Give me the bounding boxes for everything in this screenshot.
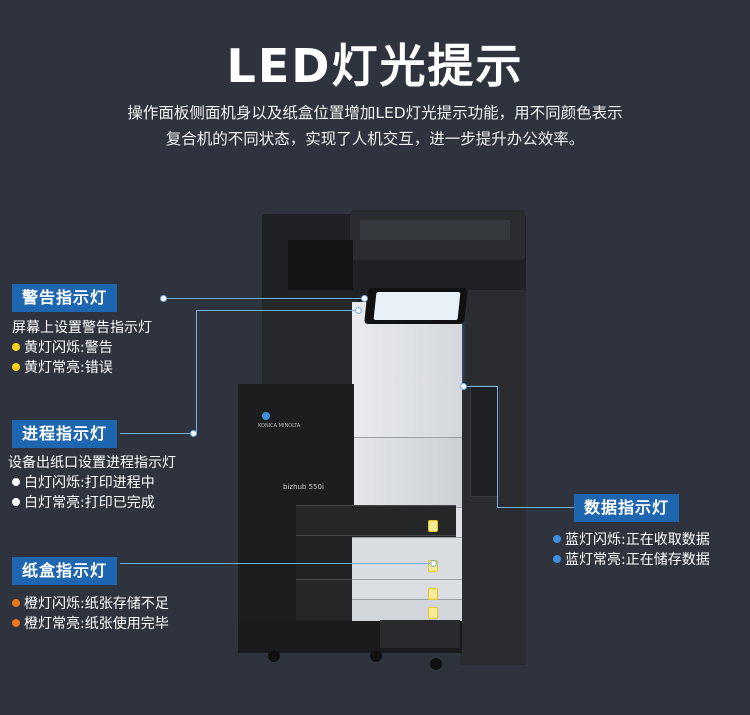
data-tag: 数据指示灯 xyxy=(574,494,680,522)
tray-connector xyxy=(120,563,432,564)
warning-tag: 警告指示灯 xyxy=(12,284,118,312)
front-lower-1 xyxy=(352,437,462,508)
front-panel xyxy=(352,302,462,437)
white-bullet-icon xyxy=(12,498,20,506)
subtitle-line-2: 复合机的不同状态，实现了人机交互，进一步提升办公效率。 xyxy=(165,130,585,148)
model-label: bizhub 550i xyxy=(283,483,324,491)
wheel-mid xyxy=(370,650,382,662)
brand-logo-icon xyxy=(262,412,270,420)
progress-connector-h1 xyxy=(196,310,358,311)
yellow-bullet-icon xyxy=(12,343,20,351)
progress-dot-right xyxy=(355,307,362,314)
warning-dot-right xyxy=(361,295,368,302)
tray-led-4 xyxy=(428,607,438,619)
progress-desc: 设备出纸口设置进程指示灯 xyxy=(8,455,176,471)
tray-dot-right xyxy=(430,560,437,567)
base-right xyxy=(380,620,460,648)
tray-desc-block: 橙灯闪烁:纸张存储不足 橙灯常亮:纸张使用完毕 xyxy=(12,594,169,634)
tray-front-1 xyxy=(352,537,462,580)
page-title: LED灯光提示 xyxy=(226,39,524,93)
tray-led-3 xyxy=(428,588,438,600)
progress-item-1: 白灯闪烁:打印进程中 xyxy=(8,473,176,493)
tray-item-2: 橙灯常亮:纸张使用完毕 xyxy=(12,614,169,634)
tray-item-1: 橙灯闪烁:纸张存储不足 xyxy=(12,594,169,614)
control-screen xyxy=(373,292,461,320)
tray-tag: 纸盒指示灯 xyxy=(12,557,118,585)
warning-item-2: 黄灯常亮:错误 xyxy=(12,358,152,378)
tray-front-2 xyxy=(352,579,462,600)
yellow-bullet-icon xyxy=(12,363,20,371)
warning-desc: 屏幕上设置警告指示灯 xyxy=(12,320,152,336)
orange-bullet-icon xyxy=(12,619,20,627)
tray-front-3 xyxy=(352,599,462,622)
wheel-left xyxy=(268,650,280,662)
data-connector-v xyxy=(497,386,498,507)
warning-desc-block: 屏幕上设置警告指示灯 黄灯闪烁:警告 黄灯常亮:错误 xyxy=(12,318,152,378)
progress-dot-left xyxy=(190,430,197,437)
warning-dot-left xyxy=(160,295,167,302)
subtitle: 操作面板侧面机身以及纸盒位置增加LED灯光提示功能，用不同颜色表示 复合机的不同… xyxy=(0,100,750,152)
right-side-panel xyxy=(470,385,500,497)
data-desc-block: 蓝灯闪烁:正在收取数据 蓝灯常亮:正在储存数据 xyxy=(553,530,710,570)
subtitle-line-1: 操作面板侧面机身以及纸盒位置增加LED灯光提示功能，用不同颜色表示 xyxy=(127,104,623,122)
feeder-tray xyxy=(360,220,510,240)
progress-tag: 进程指示灯 xyxy=(12,420,118,448)
data-dot-left xyxy=(460,383,467,390)
tray-led-1 xyxy=(428,520,438,532)
data-item-1: 蓝灯闪烁:正在收取数据 xyxy=(553,530,710,550)
progress-connector-h2 xyxy=(120,433,197,434)
data-item-2: 蓝灯常亮:正在储存数据 xyxy=(553,550,710,570)
progress-item-2: 白灯常亮:打印已完成 xyxy=(8,493,176,513)
warning-item-1: 黄灯闪烁:警告 xyxy=(12,338,152,358)
progress-desc-block: 设备出纸口设置进程指示灯 白灯闪烁:打印进程中 白灯常亮:打印已完成 xyxy=(8,453,176,513)
scanner-side xyxy=(288,240,353,290)
progress-connector-v xyxy=(196,310,197,433)
blue-bullet-icon xyxy=(553,535,561,543)
warning-connector xyxy=(163,298,363,299)
wheel-right xyxy=(430,658,442,670)
orange-bullet-icon xyxy=(12,599,20,607)
blue-bullet-icon xyxy=(553,555,561,563)
left-body xyxy=(262,300,357,385)
data-connector-h2 xyxy=(497,507,575,508)
white-bullet-icon xyxy=(12,478,20,486)
brand-label: KONICA MINOLTA xyxy=(258,423,301,429)
data-connector-h1 xyxy=(462,386,498,387)
